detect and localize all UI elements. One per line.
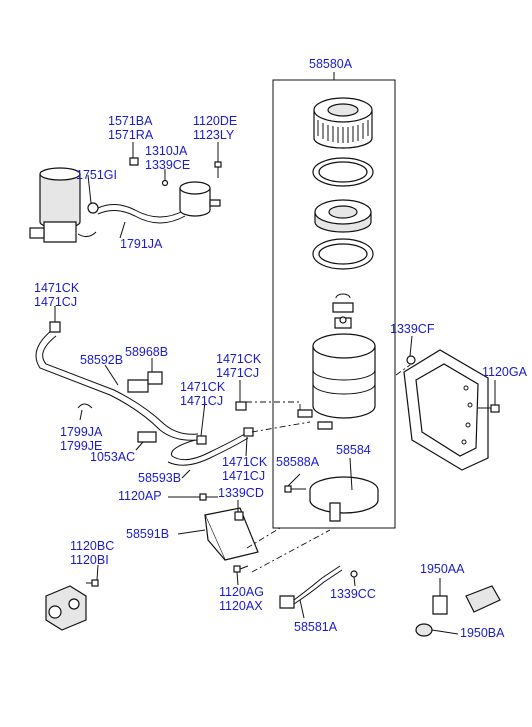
reservoir-assembly-frame [272, 72, 396, 529]
label-1120DE: 1120DE [193, 114, 237, 128]
label-1471CK-a: 1471CK [34, 281, 80, 295]
label-1123LY: 1123LY [193, 128, 235, 142]
label-1471CJ-b: 1471CJ [216, 366, 259, 380]
return-hose-58592B [35, 321, 199, 441]
hose-clamp-b [196, 435, 207, 445]
reservoir-band [309, 476, 379, 522]
label-58591B: 58591B [126, 527, 169, 541]
label-1120GA: 1120GA [482, 365, 528, 379]
label-1950BA: 1950BA [460, 626, 505, 640]
label-1310JA: 1310JA [145, 144, 188, 158]
label-1799JE: 1799JE [60, 439, 102, 453]
label-1339CC: 1339CC [330, 587, 376, 601]
reservoir-cap [313, 97, 373, 149]
label-1339CE: 1339CE [145, 158, 190, 172]
mounting-bracket-58591B [204, 507, 259, 561]
label-1120AP: 1120AP [118, 489, 162, 503]
control-valve [45, 579, 99, 631]
label-58580A: 58580A [309, 57, 353, 71]
label-1120AX: 1120AX [219, 599, 263, 613]
label-58581A: 58581A [294, 620, 338, 634]
label-1120BC: 1120BC [70, 539, 114, 553]
bolt-1120AP [199, 493, 218, 501]
hose-clamp-c [243, 427, 254, 437]
air-chamber [179, 181, 221, 217]
label-1571BA: 1571BA [108, 114, 153, 128]
label-1120AG: 1120AG [219, 585, 264, 599]
label-1751GI: 1751GI [76, 168, 117, 182]
retaining-nut [334, 316, 352, 329]
label-1471CK-c: 1471CK [180, 380, 226, 394]
label-58588A: 58588A [276, 455, 320, 469]
small-nut-1571 [129, 157, 139, 166]
level-sensor-58581A [279, 565, 343, 609]
bolt-1120AG [233, 565, 249, 573]
hose-end [465, 585, 501, 613]
label-1471CK-d: 1471CK [222, 455, 268, 469]
label-1053AC: 1053AC [90, 450, 135, 464]
label-1799JA: 1799JA [60, 425, 103, 439]
retaining-clip [332, 293, 354, 313]
hose-58593B [167, 431, 249, 466]
cap-gasket [312, 157, 374, 187]
label-58584: 58584 [336, 443, 371, 457]
label-1791JA: 1791JA [120, 237, 163, 251]
label-1471CJ-c: 1471CJ [180, 394, 223, 408]
small-bracket-1053AC [137, 431, 157, 443]
label-1471CK-b: 1471CK [216, 352, 262, 366]
label-58968B: 58968B [125, 345, 168, 359]
filter-canister [29, 167, 186, 243]
label-1120BI: 1120BI [70, 553, 109, 567]
label-58593B: 58593B [138, 471, 181, 485]
label-1339CD: 1339CD [218, 486, 264, 500]
label-58592B: 58592B [80, 353, 123, 367]
hose-cap-1950BA [415, 623, 433, 637]
reservoir-bracket [403, 349, 500, 471]
small-nut-1339CE [161, 179, 169, 187]
reservoir-filter [314, 199, 372, 233]
small-bolt-1120DE [214, 161, 222, 178]
label-1950AA: 1950AA [420, 562, 465, 576]
label-1471CJ-a: 1471CJ [34, 295, 77, 309]
leader-lines [54, 142, 496, 635]
reservoir-body [297, 333, 376, 430]
hose-connector-1950AA [432, 595, 448, 615]
label-1471CJ-d: 1471CJ [222, 469, 265, 483]
wire-clip-1799 [77, 403, 93, 409]
hose-clamp-a [235, 401, 247, 411]
filter-gasket [312, 238, 374, 270]
label-1571RA: 1571RA [108, 128, 154, 142]
nut-1339CC [350, 570, 358, 578]
label-1339CF: 1339CF [390, 322, 435, 336]
hose-clip-58968B [127, 371, 163, 393]
band-bolt [284, 485, 306, 493]
